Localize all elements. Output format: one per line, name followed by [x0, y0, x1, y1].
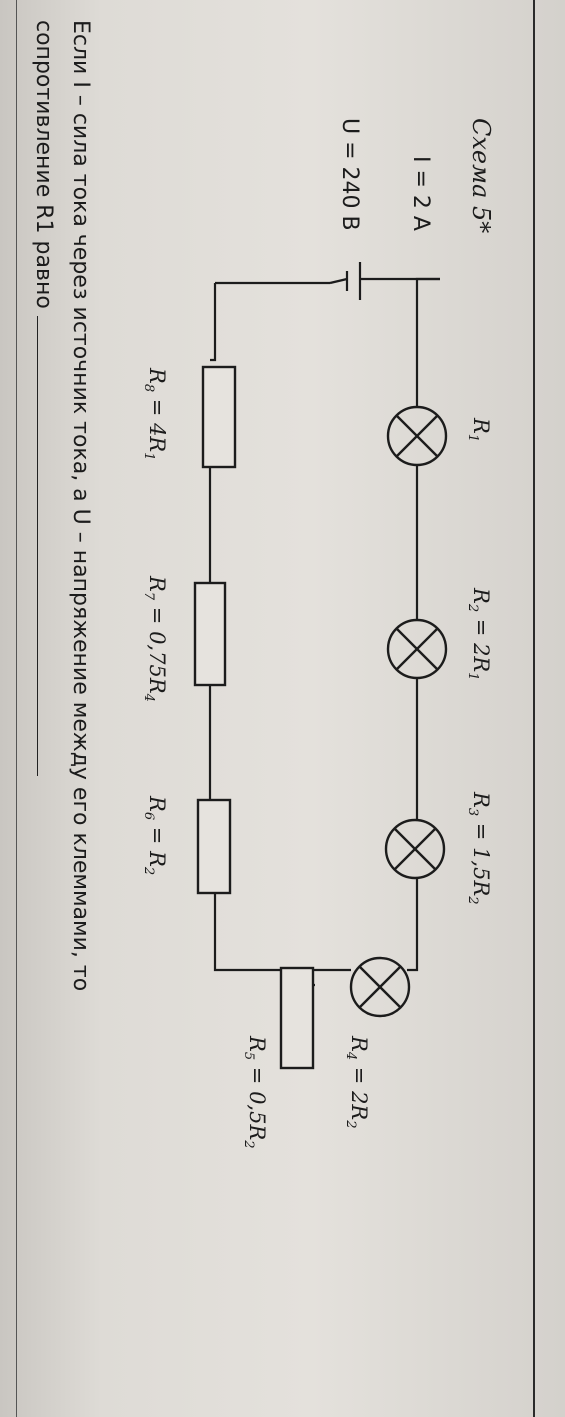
wire-battery-bottom: [329, 277, 348, 285]
task-text: Если I – сила тока через источник тока, …: [25, 20, 99, 1380]
label-r5: R5 = 0,5R2: [240, 1036, 269, 1149]
resistor-r8: [201, 365, 237, 469]
wire-bottom-4: [213, 893, 303, 972]
label-r4: R4 = 2R2: [342, 1036, 371, 1129]
label-r1: R1: [464, 418, 493, 443]
task-line-2: сопротивление R1 равно: [25, 20, 62, 1380]
resistor-r5: [279, 966, 315, 1070]
label-r8: R8 = 4R1: [140, 368, 169, 461]
bottom-rule: [16, 0, 17, 1417]
wire-top: [415, 277, 440, 407]
lamp-r3: [384, 818, 446, 880]
task-line-1: Если I – сила тока через источник тока, …: [68, 20, 93, 992]
lamp-r1: [386, 405, 448, 467]
answer-blank[interactable]: [37, 315, 56, 776]
resistor-r6: [196, 798, 232, 895]
lamp-r4: [349, 956, 411, 1018]
label-r6: R6 = R2: [140, 796, 169, 876]
label-r2: R2 = 2R1: [464, 588, 493, 681]
wire-bottom: [210, 283, 217, 362]
resistor-r7: [193, 581, 227, 687]
task-line-2-text: сопротивление R1 равно: [31, 20, 56, 309]
label-r7: R7 = 0,75R4: [140, 576, 169, 702]
label-r3: R3 = 1,5R2: [464, 792, 493, 905]
lamp-r2: [386, 618, 448, 680]
wire-top-4: [407, 878, 419, 972]
